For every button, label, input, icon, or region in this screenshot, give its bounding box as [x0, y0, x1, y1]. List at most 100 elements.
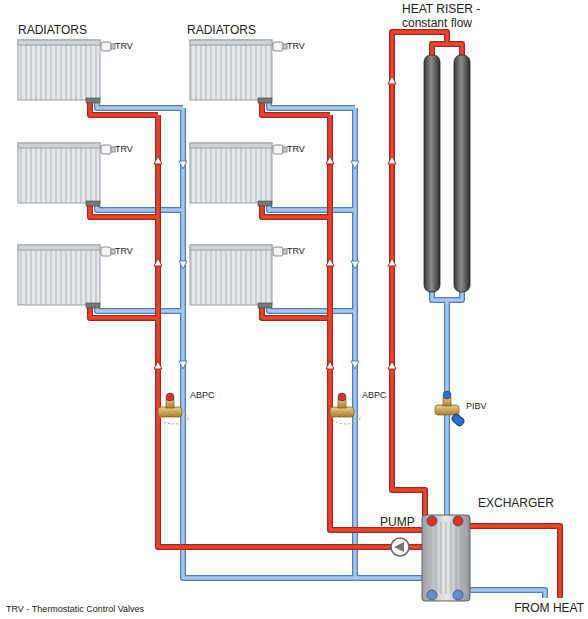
pipe-outline — [432, 44, 462, 56]
valve-body — [435, 405, 459, 415]
valve-cap — [166, 393, 174, 401]
note: TRV - Thermostatic Control Valves — [6, 604, 144, 614]
radiator-top — [190, 40, 272, 45]
pipes — [90, 32, 560, 598]
pipe-outline — [470, 590, 545, 598]
pipe-outline — [158, 115, 425, 547]
exchanger-plate — [451, 522, 452, 594]
pipe-outline — [97, 305, 183, 311]
radiator-valve — [258, 98, 272, 103]
pipe — [470, 526, 560, 598]
exchanger-port — [453, 590, 463, 600]
radiator — [18, 40, 115, 103]
callout-label: FROM HEAT — [514, 602, 584, 616]
trv-cap — [111, 44, 115, 49]
pipe — [353, 108, 356, 578]
radiator-top — [190, 245, 272, 250]
pipe-outline — [352, 108, 358, 578]
pipe — [432, 44, 462, 56]
valve-cap — [443, 391, 451, 399]
radiator — [190, 143, 287, 206]
callout-label: ABPC — [362, 390, 387, 400]
callout-label: TRV — [115, 246, 133, 256]
callout-label: EXCHARGER — [478, 497, 554, 511]
impulse-tube — [160, 412, 188, 424]
pipe-outline — [269, 203, 355, 210]
pibv-handle — [451, 413, 465, 427]
pipe — [392, 32, 447, 518]
radiator — [190, 40, 287, 103]
heat-riser-tube — [454, 55, 470, 292]
flow-arrow — [179, 361, 187, 369]
exchanger-plate — [436, 522, 437, 594]
trv-cap — [111, 249, 115, 254]
radiator-valve — [86, 201, 100, 206]
exchanger-port — [427, 516, 437, 526]
radiator — [18, 245, 115, 308]
trv-cap — [283, 44, 287, 49]
impulse-tube — [332, 412, 360, 424]
callout-label: TRV — [287, 144, 305, 154]
pipe-outline — [183, 108, 425, 578]
pump-triangle — [394, 542, 404, 552]
exchanger-plate — [456, 522, 457, 594]
heat-riser-tube — [424, 55, 440, 292]
pipe — [269, 100, 355, 108]
radiator-panel — [18, 143, 100, 203]
callout-label: PIBV — [466, 401, 487, 411]
pipe-outline — [470, 526, 560, 598]
pump-casing — [391, 538, 409, 556]
pibv-valve — [435, 391, 465, 427]
radiator-panel — [190, 40, 272, 100]
pipe-outline — [392, 32, 447, 518]
flow-arrow — [388, 361, 396, 369]
pipe-outline — [97, 100, 183, 108]
exchanger-plate — [431, 522, 432, 594]
trv-head — [101, 145, 111, 154]
flow-arrow — [179, 261, 187, 269]
pipe-outline — [97, 203, 183, 210]
radiator-panel — [18, 245, 100, 305]
pipe — [330, 115, 425, 530]
flow-arrow — [179, 161, 187, 169]
abpc-valve — [330, 393, 360, 424]
flow-arrow — [154, 156, 162, 164]
flow-arrow — [351, 161, 359, 169]
exchanger-body — [422, 515, 470, 601]
pipe — [158, 115, 425, 547]
exchanger-plate — [426, 522, 427, 594]
radiator-valve — [258, 201, 272, 206]
flow-arrow — [388, 258, 396, 266]
parts — [18, 40, 470, 601]
trv-head — [273, 145, 283, 154]
radiator-valve — [258, 303, 272, 308]
pipe — [97, 203, 183, 210]
radiator — [190, 245, 287, 308]
radiator-top — [18, 245, 100, 250]
exchanger-plate — [441, 522, 442, 594]
exchanger-plate — [466, 522, 467, 594]
flow-arrow — [326, 156, 334, 164]
valve-cap — [338, 393, 346, 401]
radiator-panel — [190, 143, 272, 203]
callout-label: TRV — [115, 41, 133, 51]
exchanger-port — [427, 590, 437, 600]
callout-label: TRV — [287, 246, 305, 256]
supply-pipes — [90, 32, 560, 598]
trv-head — [101, 42, 111, 51]
exchanger-plate — [461, 522, 462, 594]
pipe — [97, 305, 183, 311]
trv-head — [273, 42, 283, 51]
abpc-valve — [158, 393, 188, 424]
callout-label: ABPC — [190, 390, 215, 400]
pipe — [470, 590, 545, 598]
callout-label: PUMP — [380, 516, 415, 530]
trv-cap — [283, 147, 287, 152]
trv-cap — [283, 249, 287, 254]
flow-arrow — [154, 258, 162, 266]
flow-arrow — [326, 258, 334, 266]
exchanger-port — [453, 516, 463, 526]
